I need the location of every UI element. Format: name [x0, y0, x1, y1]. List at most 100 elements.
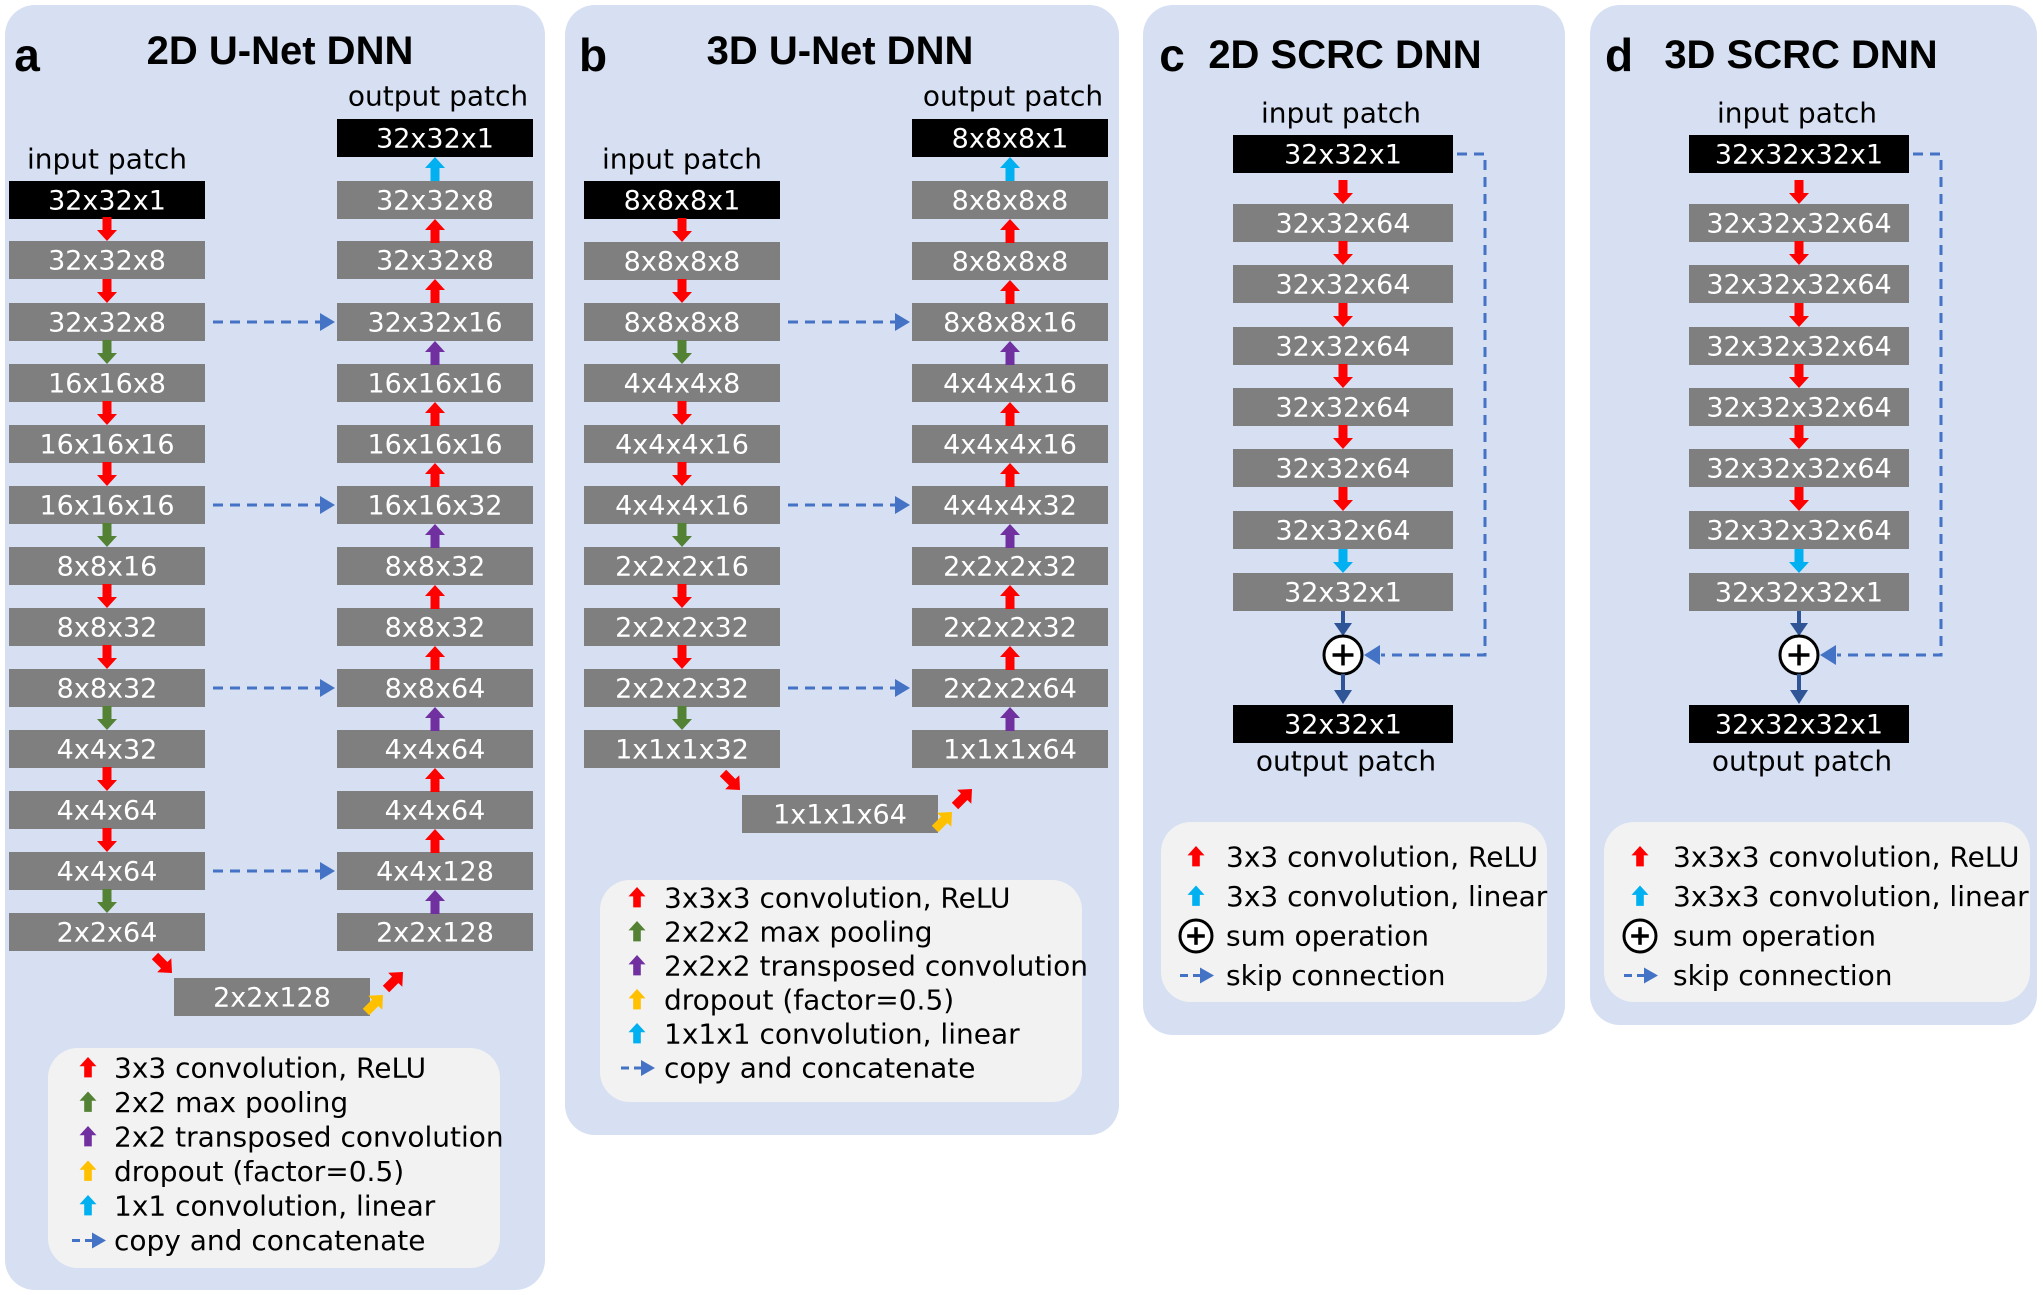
panel-a-encoder-arrow: [97, 645, 117, 669]
panel-b-decoder-block: 8x8x8x16: [912, 303, 1108, 341]
panel-b-copy-concat-arrowhead: [895, 313, 910, 331]
panel-a-encoder-block-box: [9, 303, 205, 341]
panel-a-copy-concat-arrow-icon: [92, 1232, 106, 1249]
panel-c-block: 32x32x64: [1233, 388, 1453, 426]
panel-d-legend-item-label: skip connection: [1673, 959, 1893, 992]
panel-c-layer-arrow: [1333, 241, 1353, 265]
panel-d-block: 32x32x32x64: [1689, 388, 1909, 426]
panel-b-decoder-arrow: [1000, 341, 1020, 365]
panel-b-encoder-block-label: 4x4x4x16: [615, 491, 749, 522]
panel-b-encoder-block-label: 8x8x8x1: [624, 186, 741, 217]
panel-d-layer-arrow: [1789, 241, 1809, 265]
panel-d-to-sum-arrowhead: [1790, 623, 1808, 636]
panel-d-block-label: 32x32x32x64: [1706, 454, 1891, 485]
panel-a-max-pool-arrow-icon: [79, 1091, 97, 1112]
panel-c-sum-operation-icon: [1178, 918, 1214, 954]
panel-b-decoder-block-box: [912, 119, 1108, 157]
panel-a-decoder-block: 8x8x32: [337, 608, 533, 646]
panel-b-bottleneck-block-box: [742, 795, 938, 833]
panel-d-block-label: 32x32x32x64: [1706, 393, 1891, 424]
panel-c-letter: c: [1159, 29, 1185, 81]
panel-c-from-sum-arrowhead: [1334, 690, 1352, 704]
panel-a-decoder-block-box: [337, 547, 533, 585]
panel-a-decoder-block-box: [337, 364, 533, 402]
panel-b-encoder-block-box: [584, 181, 780, 219]
panel-c-block: 32x32x1: [1233, 135, 1453, 173]
panel-a-bottleneck-block: 2x2x128: [174, 978, 370, 1016]
panel-b-title: 3D U-Net DNN: [707, 29, 974, 73]
panel-a-dropout-arrow-icon: [79, 1160, 97, 1181]
panel-c-block-box: [1233, 388, 1453, 426]
panel-a-decoder-block-label: 8x8x64: [385, 674, 486, 705]
panel-a-bottleneck-block-box: [174, 978, 370, 1016]
panel-a-input-label: input patch: [27, 143, 187, 176]
panel-a-linear-conv-arrow-icon: [79, 1195, 97, 1216]
panel-d-block-box: [1689, 449, 1909, 487]
panel-c-block-box: [1233, 449, 1453, 487]
panel-b-encoder-block: 4x4x4x8: [584, 364, 780, 402]
panel-a-decoder-block: 4x4x128: [337, 852, 533, 890]
panel-b-decoder-arrow: [1000, 219, 1020, 243]
panel-d-legend-item-label: 3x3x3 convolution, ReLU: [1673, 841, 2020, 874]
panel-b-bottleneck-in-arrow: [719, 769, 740, 790]
panel-a-encoder-block-box: [9, 913, 205, 951]
panel-a-decoder-arrow: [425, 463, 445, 487]
panel-d-block-label: 32x32x32x64: [1706, 516, 1891, 547]
panel-a-encoder-block-label: 16x16x16: [39, 430, 174, 461]
panel-a-decoder-block: 16x16x16: [337, 425, 533, 463]
panel-a-encoder-block-label: 8x8x32: [57, 613, 158, 644]
panel-d-block: 32x32x32x64: [1689, 327, 1909, 365]
panel-a-encoder-block: 16x16x8: [9, 364, 205, 402]
panel-b-encoder-block-box: [584, 547, 780, 585]
panel-b-encoder-arrow: [672, 523, 692, 547]
panel-a-legend-item-label: 2x2 max pooling: [114, 1086, 348, 1119]
panel-c-layer-arrow: [1333, 364, 1353, 388]
panel-a-decoder-block-label: 32x32x16: [367, 308, 502, 339]
panel-d-output-label: output patch: [1712, 745, 1892, 778]
panel-d-block: 32x32x32x64: [1689, 204, 1909, 242]
panel-a-decoder-block-box: [337, 852, 533, 890]
panel-b-decoder-block-label: 4x4x4x16: [943, 369, 1077, 400]
panel-d-sum-operation-icon: [1778, 634, 1820, 676]
panel-a-encoder-arrow: [97, 523, 117, 547]
panel-c-output-label: output patch: [1256, 745, 1436, 778]
panel-a-decoder-block-box: [337, 241, 533, 279]
panel-d-block-label: 32x32x32x1: [1715, 140, 1883, 171]
panel-b-encoder-block: 4x4x4x16: [584, 486, 780, 524]
panel-b-encoder-block: 8x8x8x8: [584, 242, 780, 280]
panel-a-decoder-block: 16x16x16: [337, 364, 533, 402]
panel-a-encoder-block-box: [9, 608, 205, 646]
panel-b-encoder-block-label: 1x1x1x32: [615, 735, 749, 766]
panel-b-transposed-conv-arrow-icon: [628, 955, 646, 976]
panel-a-encoder-block-label: 8x8x32: [57, 674, 158, 705]
panel-b-decoder-block: 8x8x8x8: [912, 181, 1108, 219]
panel-a-decoder-block-box: [337, 303, 533, 341]
panel-a-encoder-arrow: [97, 584, 117, 608]
panel-b-encoder-arrow: [672, 462, 692, 486]
panel-b-legend-item-label: dropout (factor=0.5): [664, 984, 954, 1017]
panel-a-decoder-block-label: 32x32x1: [376, 124, 494, 155]
panel-c-block-label: 32x32x64: [1275, 209, 1410, 240]
panel-a-decoder-block-label: 16x16x32: [367, 491, 502, 522]
panel-a-encoder-block: 8x8x16: [9, 547, 205, 585]
panel-b-encoder-block-box: [584, 242, 780, 280]
panel-a-copy-concat-arrowhead: [320, 679, 335, 697]
panel-a-decoder-block-box: [337, 119, 533, 157]
panel-a-bottleneck-in-arrow: [151, 952, 172, 973]
panel-b-decoder-block-box: [912, 242, 1108, 280]
panel-b-decoder-block-box: [912, 547, 1108, 585]
panel-c-block-label: 32x32x64: [1275, 454, 1410, 485]
panel-b-encoder-block-label: 4x4x4x16: [615, 430, 749, 461]
panel-a-decoder-block: 16x16x32: [337, 486, 533, 524]
panel-d-layer-arrow: [1789, 303, 1809, 327]
panel-b-encoder-block: 8x8x8x1: [584, 181, 780, 219]
panel-a-legend-item-label: 1x1 convolution, linear: [114, 1190, 436, 1223]
panel-b-conv-relu-arrow-icon: [628, 887, 646, 908]
panel-b-decoder-block-box: [912, 669, 1108, 707]
panel-c-to-sum-arrowhead: [1334, 623, 1352, 636]
panel-a-encoder-block-box: [9, 791, 205, 829]
panel-a-decoder-arrow: [425, 829, 445, 853]
panel-b-encoder-arrow: [672, 401, 692, 425]
panel-c-block-label: 32x32x1: [1284, 578, 1402, 609]
panel-b-decoder-block-box: [912, 425, 1108, 463]
